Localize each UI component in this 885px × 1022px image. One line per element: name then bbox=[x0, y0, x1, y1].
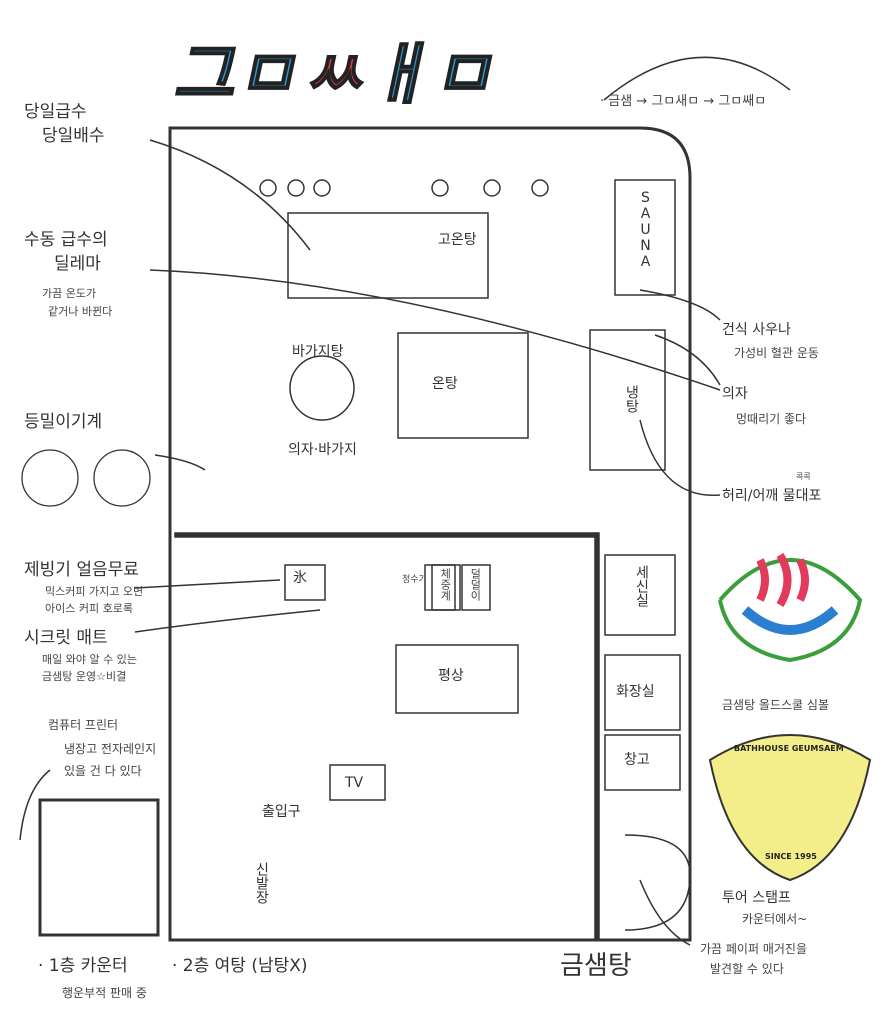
note-counter-sub2: 냉장고 전자레인지 bbox=[64, 742, 157, 756]
note-stamp-sub: 카운터에서~ bbox=[742, 912, 808, 926]
powder-room bbox=[604, 654, 681, 731]
scale bbox=[431, 564, 461, 611]
room-sauna: SAUNA bbox=[637, 190, 654, 270]
entrance-label: 출입구 bbox=[262, 804, 301, 820]
note-mat-sub2: 금샘탕 운영☆비결 bbox=[42, 670, 127, 683]
note-mat-title: 시크릿 매트 bbox=[24, 628, 108, 648]
note-ice-title: 제빙기 얼음무료 bbox=[24, 560, 139, 580]
ice-machine bbox=[284, 564, 326, 601]
platform bbox=[395, 644, 519, 714]
room-platform: 평상 bbox=[438, 668, 464, 684]
note-jet-title: 허리/어깨 물대포 bbox=[722, 488, 822, 504]
storage bbox=[604, 734, 681, 791]
signature: 금샘탕 bbox=[560, 951, 632, 981]
vibrator-label: 덜덜이 bbox=[468, 568, 482, 601]
building-outline bbox=[168, 126, 692, 942]
wash-room bbox=[604, 554, 676, 636]
ice-label: 氷 bbox=[293, 570, 307, 586]
note-symbol-title: 금샘탕 올드스쿨 심볼 bbox=[722, 698, 829, 712]
note-sauna-title: 건식 사우나 bbox=[722, 322, 791, 338]
floor-2-label: · 2층 여탕 (남탕X) bbox=[172, 956, 308, 976]
room-bowl-bath: 바가지탕 bbox=[292, 344, 344, 360]
note-ice-sub2: 아이스 커피 호로록 bbox=[45, 602, 133, 615]
note-water-title2: 당일배수 bbox=[42, 126, 105, 146]
note-counter-sub3: 있을 건 다 있다 bbox=[64, 764, 142, 778]
floor-1-label: · 1층 카운터 bbox=[38, 956, 128, 976]
counter bbox=[38, 798, 160, 937]
room-powder: 화장실 bbox=[616, 684, 655, 700]
sauna bbox=[614, 179, 676, 296]
note-jet-annot: 콕콕 bbox=[796, 472, 811, 481]
note-counter-sub: 컴퓨터 프린터 bbox=[48, 718, 119, 732]
door bbox=[624, 834, 691, 931]
room-cold-bath: 냉탕 bbox=[623, 385, 640, 413]
floor-1-sub: 행운부적 판매 중 bbox=[62, 986, 147, 1000]
name-origin: · 금샘 → 그ㅁ새ㅁ → 그ㅁ쌔ㅁ bbox=[600, 94, 767, 109]
bowl-bath bbox=[289, 355, 355, 421]
note-manual-title2: 딜레마 bbox=[54, 254, 101, 274]
room-storage: 창고 bbox=[624, 752, 650, 768]
note-water-title: 당일급수 bbox=[24, 102, 87, 122]
room-hot-bath: 고온탕 bbox=[438, 232, 477, 248]
scale-label: 체중계 bbox=[438, 568, 452, 601]
note-back-scrubber: 등밀이기계 bbox=[24, 412, 103, 432]
note-manual-sub2: 같거나 바뀐다 bbox=[48, 305, 113, 318]
emblem-shield bbox=[708, 734, 872, 882]
note-manual-sub: 가끔 온도가 bbox=[42, 287, 97, 300]
warm-bath bbox=[397, 332, 529, 439]
tv bbox=[329, 764, 386, 801]
emblem-top-text: BATHHOUSE GEUMSAEM bbox=[734, 744, 844, 753]
vibrator bbox=[461, 564, 491, 611]
wall bbox=[594, 532, 600, 939]
chair-bowl: 의자·바가지 bbox=[288, 442, 357, 458]
emblem-bottom-text: SINCE 1995 bbox=[765, 852, 817, 861]
water-purifier-label: 정수기 bbox=[402, 575, 427, 585]
hot-bath bbox=[287, 212, 489, 299]
room-wash: 세신실 bbox=[633, 565, 650, 607]
shoe-rack-label: 신발장 bbox=[253, 862, 270, 904]
note-sauna-sub: 가성비 혈관 운동 bbox=[734, 346, 819, 360]
note-stamp-title: 투어 스탬프 bbox=[722, 890, 791, 906]
note-chair-sub: 멍때리기 좋다 bbox=[736, 412, 807, 426]
note-manual-title: 수동 급수의 bbox=[24, 230, 108, 250]
note-ice-sub: 믹스커피 가지고 오면 bbox=[45, 585, 144, 598]
note-chair-title: 의자 bbox=[722, 386, 748, 402]
note-mat-sub: 매일 와야 알 수 있는 bbox=[42, 653, 137, 666]
note-magazine-title2: 발견할 수 있다 bbox=[710, 962, 784, 976]
cold-bath bbox=[589, 329, 666, 471]
tv-label: TV bbox=[345, 775, 364, 791]
note-magazine-title: 가끔 페이퍼 매거진을 bbox=[700, 942, 807, 956]
room-warm-bath: 온탕 bbox=[432, 376, 458, 392]
